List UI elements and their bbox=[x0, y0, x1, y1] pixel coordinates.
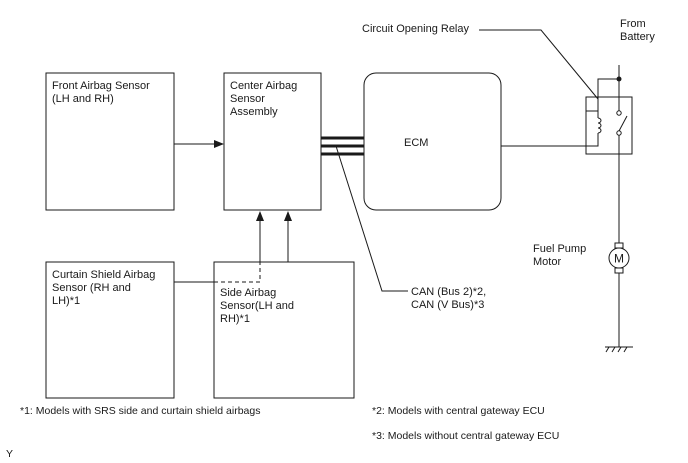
ecm-box bbox=[363, 72, 502, 211]
footnote-3: *3: Models without central gateway ECU bbox=[372, 430, 560, 442]
center-airbag-sensor-label: Center Airbag Sensor Assembly bbox=[230, 80, 298, 118]
footnote-2: *2: Models with central gateway ECU bbox=[372, 405, 545, 417]
side-airbag-sensor-box bbox=[213, 261, 355, 399]
center-airbag-sensor-box bbox=[223, 72, 322, 211]
from-battery-label: From Battery bbox=[620, 18, 655, 43]
motor-symbol-label: M bbox=[614, 252, 624, 266]
circuit-opening-relay-label: Circuit Opening Relay bbox=[362, 23, 469, 35]
curtain-shield-airbag-sensor-box bbox=[45, 261, 175, 399]
ground-icon bbox=[605, 346, 633, 353]
can-label-leader bbox=[335, 145, 408, 292]
curtain-shield-airbag-sensor-label: Curtain Shield Airbag Sensor (RH and LH)… bbox=[52, 269, 156, 307]
can-bus-lines bbox=[321, 136, 364, 156]
can-bus-label: CAN (Bus 2)*2, CAN (V Bus)*3 bbox=[411, 286, 487, 311]
ecm-label: ECM bbox=[404, 137, 429, 149]
corner-mark: Y bbox=[6, 448, 14, 460]
fuel-pump-motor-label: Fuel Pump Motor bbox=[533, 243, 587, 268]
side-airbag-sensor-label: Side Airbag Sensor(LH and RH)*1 bbox=[220, 287, 294, 325]
relay-switch-icon bbox=[616, 110, 628, 136]
fuel-pump-motor-icon: M bbox=[608, 242, 630, 274]
front-airbag-sensor-label: Front Airbag Sensor (LH and RH) bbox=[52, 80, 150, 105]
footnote-1: *1: Models with SRS side and curtain shi… bbox=[20, 405, 261, 417]
relay-coil-feed bbox=[597, 78, 619, 111]
circuit-opening-relay-box bbox=[585, 96, 633, 155]
front-airbag-sensor-box bbox=[45, 72, 175, 211]
relay-label-leader bbox=[479, 29, 599, 100]
curtain-dashed-path bbox=[214, 262, 261, 283]
